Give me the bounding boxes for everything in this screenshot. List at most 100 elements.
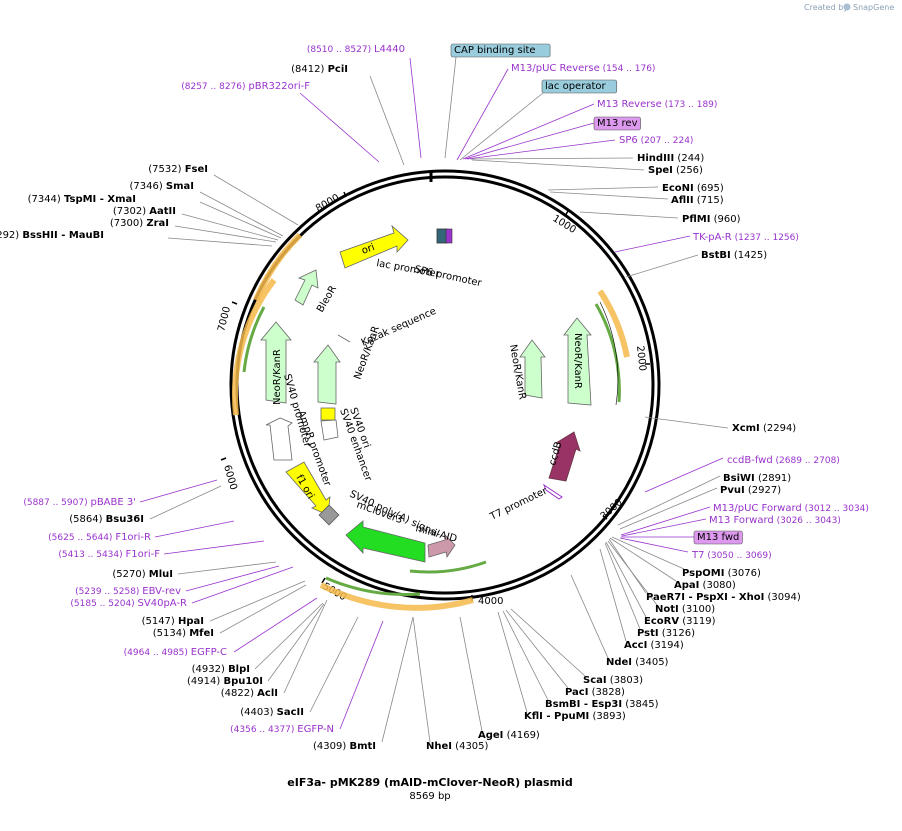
watermark-brand: SnapGene [853, 3, 894, 12]
site-acci-name: AccI [624, 640, 647, 651]
feature-ori-label: ori [360, 242, 376, 257]
site-cap-binding-site: CAP binding site [454, 45, 536, 56]
site-sacii-name: SacII [277, 707, 304, 718]
leader-cap-binding-site [444, 56, 457, 159]
site-ndei: NdeI (3405) [606, 657, 669, 668]
site-fsei: (7532) FseI [148, 164, 208, 175]
leader-f1ori-f [163, 540, 265, 555]
site-sv40pa-r-name: SV40pA-R [138, 598, 187, 609]
site-apai-pos: (3080) [699, 580, 736, 591]
site-pbr322ori-f-pos: (8257 .. 8276) [181, 82, 248, 92]
tick-label-1000: 1000 [550, 213, 577, 236]
site-hpai-pos: (5147) [142, 616, 178, 627]
site-scai-pos: (3803) [607, 675, 644, 686]
site-pcii: (8412) PciI [291, 64, 348, 75]
site-bsshii-pos: (7292) [0, 230, 22, 241]
leader-egfp-c [233, 597, 318, 653]
site-labels: (8510 .. 8527) L4440 (8412) PciI (8257 .. … [0, 43, 869, 752]
site-spei-pos: (256) [673, 165, 703, 176]
leader-f1ori-r [154, 520, 235, 538]
feature-arcs [231, 232, 630, 611]
site-egfp-n: (4356 .. 4377) EGFP-N [230, 724, 334, 735]
site-zrai: (7300) ZraI [110, 218, 169, 229]
site-lac-operator-box [541, 79, 618, 94]
leader-bmti [381, 616, 414, 743]
site-bsu36i-name: Bsu36I [106, 514, 144, 525]
leader-pbabe-3 [139, 479, 218, 503]
site-bpu10i: (4914) Bpu10I [187, 676, 263, 687]
site-m13-reverse-name: M13 Reverse [597, 99, 662, 110]
feature-neor-1: NeoR/KanR [260, 321, 292, 405]
site-psti-name: PstI [637, 628, 659, 639]
site-m13-reverse: M13 Reverse (173 .. 189) [597, 99, 717, 110]
site-zrai-name: ZraI [146, 218, 169, 229]
site-bmti-pos: (4309) [313, 741, 349, 752]
leader-l4440 [409, 57, 422, 159]
feature-bleor: BleoR [294, 269, 339, 315]
site-m13-forward-name: M13 Forward [709, 515, 774, 526]
leader-econi [547, 186, 659, 191]
site-pbabe-3-name: pBABE 3' [90, 497, 136, 508]
site-agei: AgeI (4169) [478, 730, 540, 741]
leader-bstbi [625, 254, 699, 278]
leader-sp6 [466, 139, 616, 160]
site-bsmbi-pos: (3845) [622, 699, 659, 710]
leader-smai [199, 191, 284, 237]
site-blpi: (4932) BlpI [192, 664, 250, 675]
leader-m13-reverse [462, 103, 595, 160]
site-pflmi-pos: (960) [710, 214, 740, 225]
site-f1ori-f: (5413 .. 5434) F1ori-F [58, 549, 160, 560]
site-bsiwi-name: BsiWI [723, 473, 755, 484]
site-m13-forward-pos: (3026 .. 3043) [774, 516, 841, 526]
site-bpu10i-pos: (4914) [187, 676, 223, 687]
site-agei-pos: (4169) [503, 730, 540, 741]
site-m13-puc-forward: M13/pUC Forward (3012 .. 3034) [713, 503, 869, 514]
feature-ccdb: ccdB [547, 431, 581, 482]
site-cap-binding-site-name: CAP binding site [454, 45, 536, 56]
site-ccdb-fwd: ccdB-fwd (2689 .. 2708) [727, 455, 840, 466]
leader-hpai [209, 580, 306, 622]
site-m13-rev-box [593, 116, 641, 131]
site-cap-binding-site-box [450, 43, 551, 58]
site-l4440: (8510 .. 8527) L4440 [307, 44, 405, 55]
site-mfei: (5134) MfeI [153, 628, 214, 639]
site-ecorv-pos: (3119) [679, 616, 716, 627]
site-kfli-pos: (3893) [589, 711, 626, 722]
site-bmti: (4309) BmtI [313, 741, 376, 752]
site-bsu36i: (5864) Bsu36I [69, 514, 144, 525]
feature-kozak: Kozak sequence [337, 306, 438, 349]
leader-fsei [213, 174, 299, 226]
site-m13-rev-name: M13 rev [597, 118, 638, 129]
leader-kfli [497, 611, 528, 713]
site-econi: EcoNI (695) [662, 183, 724, 194]
site-bsshii-extra: - MauBI [58, 230, 104, 241]
site-psti-pos: (3126) [659, 628, 696, 639]
site-pbr322ori-f: (8257 .. 8276) pBR322ori-F [181, 81, 310, 92]
leader-acci [599, 548, 627, 642]
site-l4440-pos: (8510 .. 8527) [307, 45, 374, 55]
site-mfei-name: MfeI [189, 628, 214, 639]
site-paer7i-name: PaeR7I [646, 592, 685, 603]
leader-nhei [412, 616, 431, 743]
leader-paci [505, 609, 569, 689]
site-leader-lines [139, 56, 729, 743]
site-acli: (4822) AclI [221, 688, 278, 699]
site-t7-pos: (3050 .. 3069) [704, 551, 771, 561]
site-ebv-rev-pos: (5239 .. 5258) [75, 587, 142, 597]
site-noti-pos: (3100) [679, 604, 716, 615]
site-sv40pa-r-pos: (5185 .. 5204) [70, 599, 137, 609]
leader-m13-puc-reverse [456, 68, 509, 161]
site-ebv-rev: (5239 .. 5258) EBV-rev [75, 586, 181, 597]
leader-aflii [549, 191, 669, 200]
site-pspomi-name: PspOMI [682, 568, 724, 579]
site-tspmi-name: TspMI [64, 194, 96, 205]
site-bstbi-pos: (1425) [731, 250, 768, 261]
site-egfp-c-name: EGFP-C [191, 647, 227, 658]
site-t7-name: T7 [691, 550, 704, 561]
site-hindiii: HindIII (244) [637, 153, 704, 164]
site-bsshii: (7292) BssHII - MauBI [0, 230, 104, 241]
leader-scai [510, 608, 586, 677]
leader-apai [609, 537, 677, 582]
site-hpai: (5147) HpaI [142, 616, 204, 627]
leader-tspmi [199, 201, 282, 239]
